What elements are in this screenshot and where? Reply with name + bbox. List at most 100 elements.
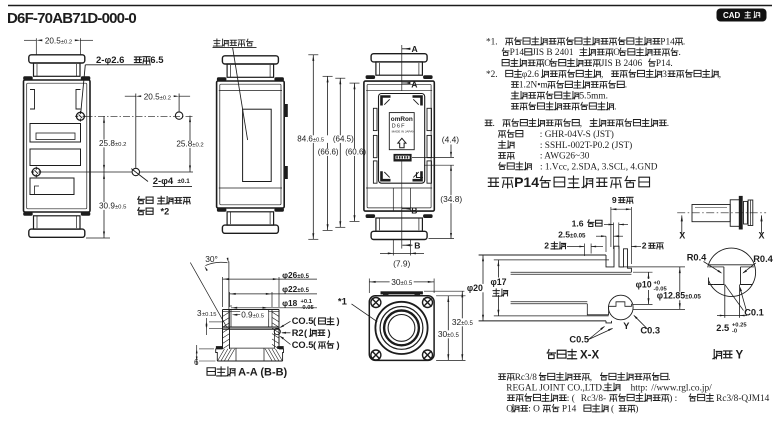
svg-text:CAD: CAD (723, 11, 741, 20)
svg-text:X: X (679, 231, 685, 241)
svg-text:9: 9 (612, 195, 617, 205)
svg-text:2: 2 (544, 241, 549, 251)
svg-text:+0.1: +0.1 (301, 299, 313, 305)
svg-text:P14: P14 (510, 48, 525, 58)
svg-text:3: 3 (662, 70, 667, 80)
svg-text:C0.5: C0.5 (569, 334, 589, 344)
svg-text:(: ( (304, 328, 308, 338)
svg-text:*1: *1 (338, 297, 348, 308)
svg-text:,: , (590, 373, 595, 383)
svg-text:.: . (668, 373, 670, 383)
svg-text:25.8±0.2: 25.8±0.2 (176, 140, 203, 149)
svg-text:): ) (635, 404, 638, 415)
svg-text:: O: : O (528, 405, 540, 415)
svg-text:C0.3: C0.3 (640, 325, 660, 335)
svg-text:R0.4: R0.4 (687, 252, 707, 262)
svg-text:R0.4: R0.4 (753, 254, 773, 264)
svg-text:O: O (544, 59, 551, 69)
svg-text:http:: http: (631, 383, 648, 393)
svg-text:Rc3/8-QJM14: Rc3/8-QJM14 (714, 394, 770, 404)
svg-text:P14: P14 (660, 37, 675, 47)
svg-text:(64.5): (64.5) (333, 135, 354, 144)
svg-text:: GHR-04V-S (JST): : GHR-04V-S (JST) (540, 129, 614, 140)
svg-text:C0.1: C0.1 (744, 307, 764, 317)
svg-text:Rc3/8: Rc3/8 (515, 373, 538, 383)
svg-text:.: . (625, 81, 627, 91)
svg-text:.: . (667, 119, 669, 129)
svg-text:P14: P14 (560, 405, 579, 415)
svg-text:P14.: P14. (656, 59, 673, 69)
svg-text:φ22±0.5: φ22±0.5 (282, 284, 309, 294)
svg-text:(4.4): (4.4) (442, 135, 459, 145)
svg-text:0.9±0.5: 0.9±0.5 (241, 310, 265, 319)
svg-text:(: ( (609, 404, 614, 415)
svg-text:1.2N•m: 1.2N•m (519, 81, 549, 91)
svg-text:φ17: φ17 (490, 277, 506, 287)
svg-text:omRon: omRon (391, 116, 413, 123)
svg-text:3: 3 (197, 309, 202, 318)
svg-text:±0.15: ±0.15 (202, 312, 216, 318)
svg-text:-0: -0 (732, 328, 737, 334)
svg-text:2-φ4: 2-φ4 (153, 176, 176, 187)
svg-text:1.6: 1.6 (572, 218, 584, 228)
svg-text:,: , (580, 119, 585, 129)
svg-text:REGAL JOINT CO.,LTD.: REGAL JOINT CO.,LTD. (506, 383, 604, 393)
svg-text:-0.05: -0.05 (654, 287, 668, 293)
svg-text:,: , (601, 70, 606, 80)
svg-text:-0.05: -0.05 (301, 305, 315, 311)
svg-text:P14: P14 (514, 174, 539, 190)
svg-text:6: 6 (194, 358, 199, 367)
svg-text:A: A (412, 44, 418, 54)
svg-text:(34.8): (34.8) (440, 194, 462, 204)
svg-text:2-φ2.6: 2-φ2.6 (96, 55, 127, 66)
svg-text:84.6±0.5: 84.6±0.5 (297, 135, 324, 144)
svg-text:*2: *2 (161, 207, 170, 217)
svg-text:): ) (337, 340, 340, 350)
svg-text:(66.6): (66.6) (318, 148, 339, 157)
svg-text:(: ( (313, 340, 317, 350)
svg-text:: 1.Vcc, 2.SDA, 3.SCL, 4.GND: : 1.Vcc, 2.SDA, 3.SCL, 4.GND (540, 162, 658, 172)
svg-text:: SSHL-002T-P0.2 (JST): : SSHL-002T-P0.2 (JST) (540, 140, 632, 151)
svg-text:: AWG26~30: : AWG26~30 (540, 152, 590, 162)
svg-text:.: . (679, 48, 681, 58)
svg-text:A-A (B-B): A-A (B-B) (236, 367, 288, 379)
svg-text:.: . (493, 119, 498, 129)
svg-text:*1.: *1. (486, 37, 500, 47)
svg-text:φ18: φ18 (282, 298, 298, 308)
svg-text:O: O (506, 405, 513, 415)
svg-text:20.5±0.2: 20.5±0.2 (144, 93, 171, 102)
svg-text:): ) (328, 328, 331, 338)
svg-text:O: O (613, 48, 620, 58)
svg-text:±0.1: ±0.1 (178, 178, 191, 185)
svg-text:2: 2 (642, 241, 647, 251)
svg-text:30±0.5: 30±0.5 (391, 277, 413, 287)
svg-text:B: B (414, 241, 420, 251)
svg-text:D6F: D6F (392, 124, 406, 130)
svg-text:+0.25: +0.25 (732, 323, 747, 329)
svg-text:5.5mm.: 5.5mm. (580, 92, 608, 102)
svg-text:B: B (411, 206, 417, 216)
svg-text:X: X (758, 231, 764, 241)
svg-text:Y: Y (733, 349, 744, 361)
svg-text:30.9±0.5: 30.9±0.5 (99, 202, 127, 211)
svg-text:JIS B 2401: JIS B 2401 (532, 48, 574, 58)
svg-text:φ2.6: φ2.6 (522, 70, 539, 80)
svg-text://www.rgl.co.jp/: //www.rgl.co.jp/ (651, 383, 712, 393)
svg-text:Rc3/8-: Rc3/8- (581, 394, 606, 404)
svg-text:25.8±0.2: 25.8±0.2 (99, 139, 126, 148)
svg-text:JIS B 2406: JIS B 2406 (601, 59, 643, 69)
svg-text:φ26±0.5: φ26±0.5 (282, 270, 309, 280)
svg-text:32±0.5: 32±0.5 (452, 317, 474, 327)
svg-text:(60.6): (60.6) (345, 148, 366, 157)
svg-text:(7.9): (7.9) (393, 258, 410, 268)
svg-text:R2: R2 (292, 328, 304, 338)
svg-text:.: . (614, 102, 616, 112)
svg-text:: (: : ( (567, 393, 575, 404)
svg-text:(: ( (313, 316, 317, 326)
svg-text:X-X: X-X (577, 349, 600, 361)
svg-text:+0: +0 (654, 281, 661, 287)
svg-text:): ) (337, 316, 340, 326)
svg-text:CO.5: CO.5 (292, 340, 314, 350)
svg-text:2.5: 2.5 (716, 323, 729, 333)
svg-text:.: . (683, 37, 685, 47)
